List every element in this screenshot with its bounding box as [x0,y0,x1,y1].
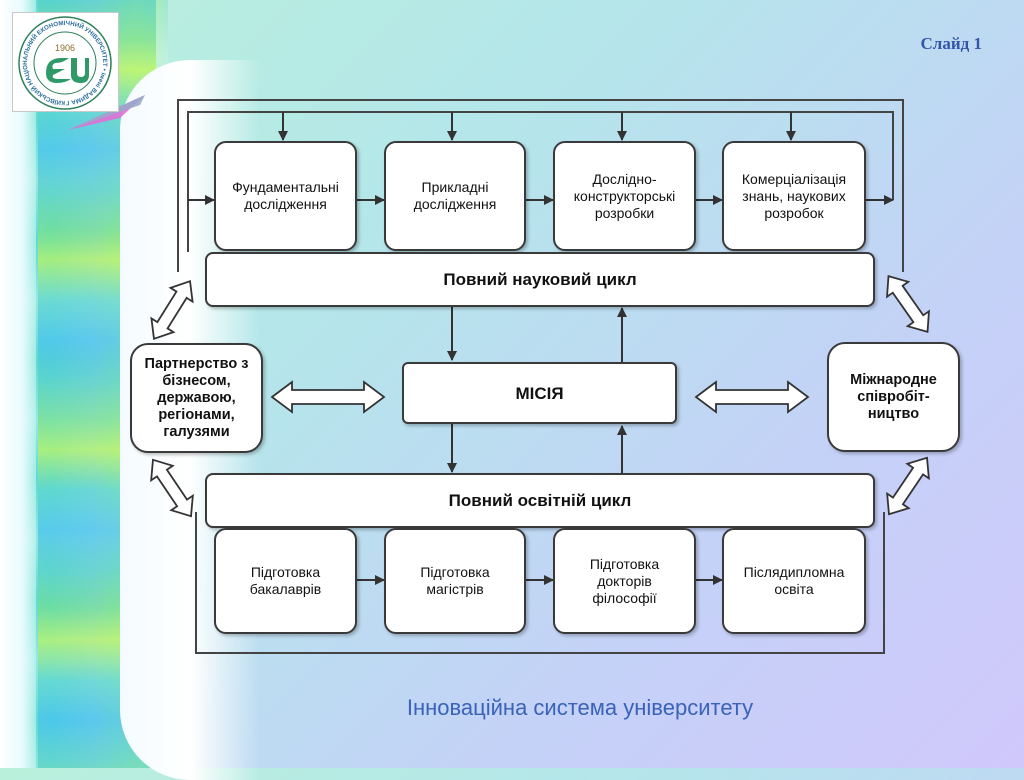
international-label: Міжнародне співробіт-ництво [850,371,937,422]
step-label: Підготовка докторів філософії [589,555,660,606]
logo-year: 1906 [55,43,75,53]
mission-label: МІСІЯ [515,383,564,403]
decorative-white-strip [0,0,36,768]
step-bachelors: Підготовка бакалаврів [214,528,357,634]
science-cycle-bar: Повний науковий цикл [205,252,875,307]
step-label: Прикладні дослідження [413,179,497,212]
mission-box: МІСІЯ [402,362,677,424]
education-cycle-label: Повний освітній цикл [448,491,632,510]
step-fundamental-research: Фундаментальні дослідження [214,141,357,251]
science-cycle-label: Повний науковий цикл [443,270,637,289]
step-label: Фундаментальні дослідження [232,179,339,212]
step-masters: Підготовка магістрів [384,528,526,634]
slide-caption: Інноваційна система університету [406,695,754,720]
step-label: Дослідно-конструкторські розробки [573,170,676,221]
international-cooperation-box: Міжнародне співробіт-ництво [827,342,960,452]
step-label: Підготовка бакалаврів [249,564,322,597]
partnership-box: Партнерство з бізнесом, державою, регіон… [130,343,263,453]
step-experimental-design: Дослідно-конструкторські розробки [553,141,696,251]
step-label: Післядипломна освіта [743,564,845,597]
university-logo: КИЇВСЬКИЙ НАЦІОНАЛЬНИЙ ЕКОНОМІЧНИЙ УНІВЕ… [10,8,119,112]
slide-number: Слайд 1 [920,34,982,53]
step-label: Комерціалізація знань, наукових розробок [741,170,847,221]
step-label: Підготовка магістрів [420,564,490,597]
step-phd: Підготовка докторів філософії [553,528,696,634]
education-cycle-bar: Повний освітній цикл [205,473,875,528]
step-commercialization: Комерціалізація знань, наукових розробок [722,141,866,251]
partnership-label: Партнерство з бізнесом, державою, регіон… [144,355,249,440]
step-applied-research: Прикладні дослідження [384,141,526,251]
step-postgraduate: Післядипломна освіта [722,528,866,634]
